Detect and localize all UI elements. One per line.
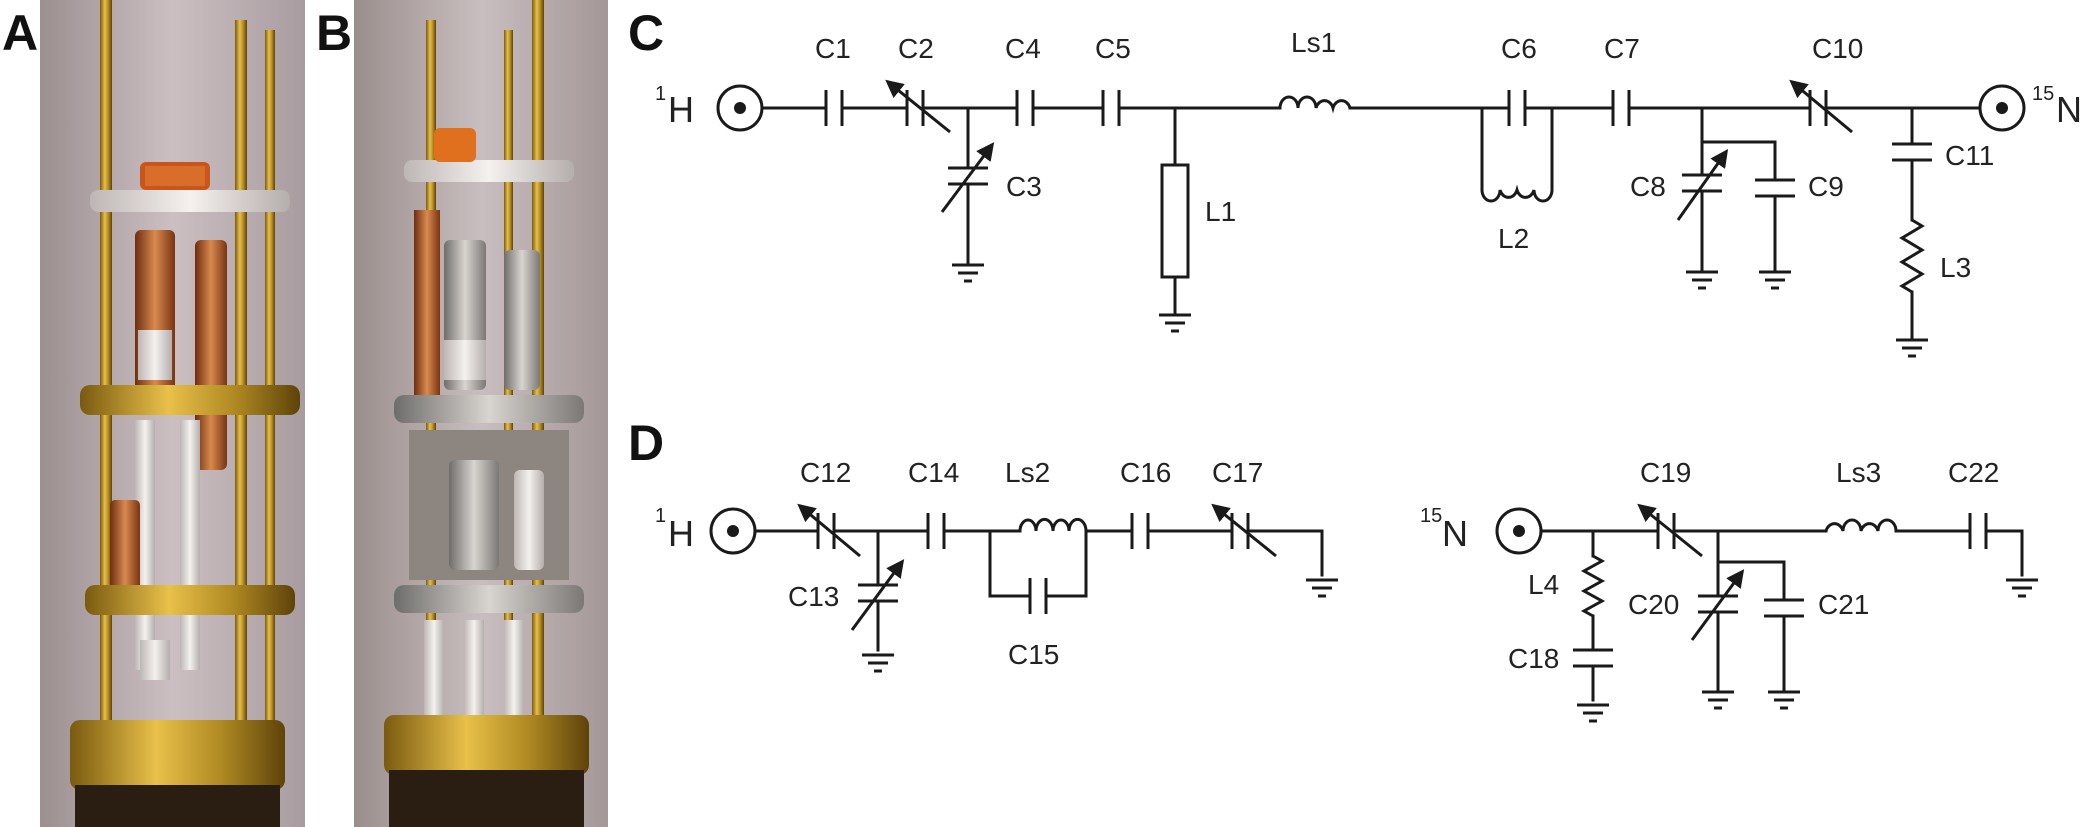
panel-label-c: C — [628, 5, 665, 61]
capacitor-c5 — [1101, 90, 1121, 126]
capacitor-c10-variable — [1789, 79, 1853, 134]
port-label-sup: 1 — [655, 505, 666, 527]
label-ls3: Ls3 — [1836, 457, 1881, 488]
capacitor-c7 — [1611, 90, 1631, 126]
ground-icon — [1684, 270, 1720, 290]
ground-icon — [1766, 690, 1802, 710]
probe-photo-b — [354, 0, 608, 827]
label-c7: C7 — [1604, 33, 1640, 64]
label-c13: C13 — [788, 581, 839, 612]
capacitor-c16 — [1130, 513, 1150, 549]
capacitor-c1 — [824, 90, 844, 126]
ground-icon — [1894, 338, 1930, 358]
label-c5: C5 — [1095, 33, 1131, 64]
label-c1: C1 — [815, 33, 851, 64]
inductor-l2 — [1480, 184, 1554, 203]
port-label: H — [668, 513, 694, 554]
capacitor-c6 — [1507, 90, 1527, 126]
port-15n-c — [1978, 84, 2026, 132]
label-c11: C11 — [1945, 140, 1994, 171]
label-c3: C3 — [1006, 171, 1042, 202]
label-c12: C12 — [800, 457, 851, 488]
port-1h-c — [716, 84, 764, 132]
capacitor-c14 — [926, 513, 946, 549]
probe-photo-a — [40, 0, 305, 827]
label-ls1: Ls1 — [1291, 27, 1336, 58]
circuit-c: 1 H C1 C2 C3 — [655, 27, 2082, 358]
label-c18: C18 — [1508, 643, 1559, 674]
port-1h-d — [709, 507, 757, 555]
label-c2: C2 — [898, 33, 934, 64]
panel-label-a: A — [2, 5, 39, 61]
capacitor-c15 — [1028, 578, 1048, 614]
label-c16: C16 — [1120, 457, 1171, 488]
inductor-l3 — [1899, 218, 1925, 294]
capacitor-c21 — [1764, 598, 1804, 618]
capacitor-c4 — [1015, 90, 1035, 126]
inductor-ls2 — [1018, 517, 1088, 532]
label-l1: L1 — [1205, 196, 1236, 227]
panel-label-b: B — [316, 5, 353, 61]
port-label: N — [2056, 89, 2082, 130]
label-l4: L4 — [1528, 569, 1559, 600]
label-c17: C17 — [1212, 457, 1263, 488]
inductor-ls1 — [1278, 95, 1352, 114]
ground-icon — [1304, 578, 1340, 598]
label-c20: C20 — [1628, 589, 1679, 620]
ground-icon — [1575, 703, 1611, 723]
capacitor-c12-variable — [797, 503, 861, 558]
label-c14: C14 — [908, 457, 959, 488]
port-15n-d — [1495, 507, 1543, 555]
ground-icon — [860, 653, 896, 673]
port-label-sup: 15 — [1420, 505, 1442, 527]
ground-icon — [1700, 690, 1736, 710]
ground-icon — [950, 263, 986, 283]
label-c6: C6 — [1501, 33, 1537, 64]
port-label-sup: 1 — [655, 83, 666, 105]
circuit-d-nitrogen: 15 N L4 C18 C19 — [1420, 457, 2040, 723]
label-c8: C8 — [1630, 171, 1666, 202]
capacitor-c17-variable — [1211, 503, 1277, 558]
circuit-d-proton: 1 H C12 C13 C14 — [655, 457, 1340, 673]
port-label-sup: 15 — [2032, 83, 2054, 105]
port-label: H — [668, 89, 694, 130]
label-c15: C15 — [1008, 639, 1059, 670]
label-c9: C9 — [1808, 171, 1844, 202]
label-l3: L3 — [1940, 252, 1971, 283]
capacitor-c11 — [1892, 142, 1932, 162]
port-label: N — [1442, 513, 1468, 554]
label-c19: C19 — [1640, 457, 1691, 488]
inductor-l1 — [1160, 163, 1190, 279]
label-l2: L2 — [1498, 223, 1529, 254]
label-c4: C4 — [1005, 33, 1041, 64]
label-c22: C22 — [1948, 457, 1999, 488]
ground-icon — [2004, 578, 2040, 598]
inductor-l4 — [1580, 554, 1606, 618]
ground-icon — [1757, 270, 1793, 290]
label-c10: C10 — [1812, 33, 1863, 64]
capacitor-c18 — [1573, 648, 1613, 668]
inductor-ls3 — [1824, 518, 1898, 532]
panel-label-d: D — [628, 415, 665, 471]
ground-icon — [1157, 313, 1193, 333]
capacitor-c9 — [1755, 178, 1795, 198]
capacitor-c2-variable — [885, 79, 951, 134]
capacitor-c19-variable — [1637, 503, 1703, 558]
label-ls2: Ls2 — [1005, 457, 1050, 488]
capacitor-c22 — [1968, 513, 1988, 549]
label-c21: C21 — [1818, 589, 1869, 620]
